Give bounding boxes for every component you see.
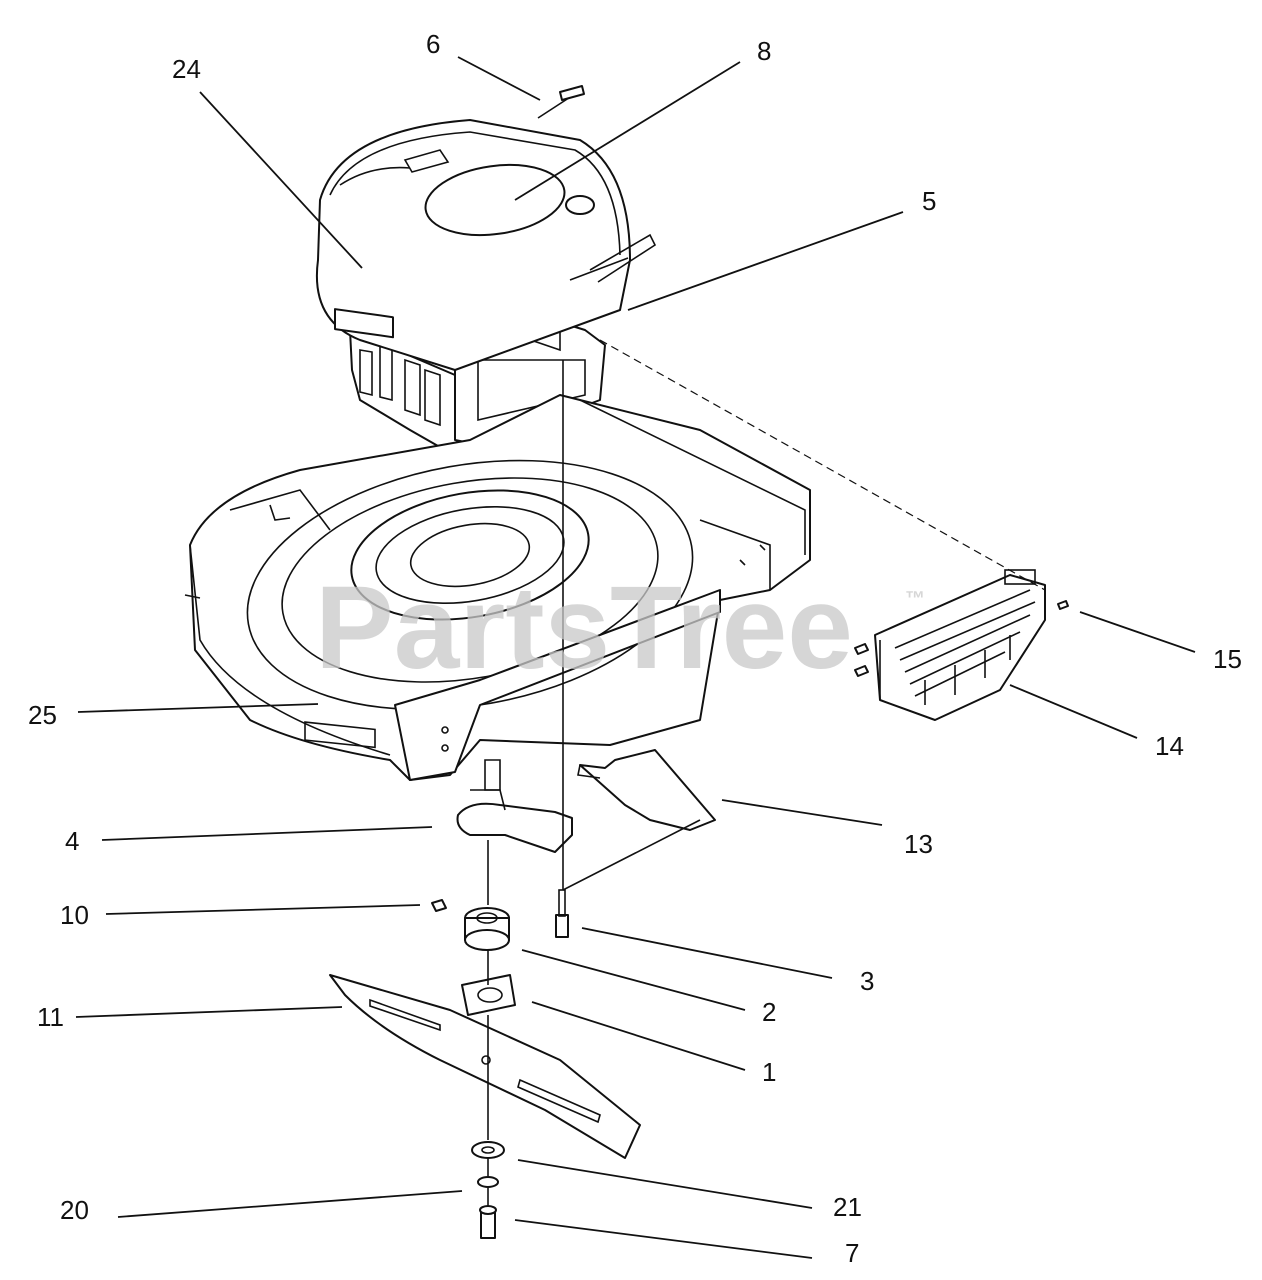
callout-1: 1 [762,1057,776,1087]
callout-24: 24 [172,54,201,84]
callout-11: 11 [37,1002,64,1032]
discharge-guard [854,569,1069,721]
callout-10: 10 [60,900,89,930]
callout-15: 15 [1213,644,1242,674]
callout-7: 7 [845,1238,859,1268]
callout-20: 20 [60,1195,89,1225]
callout-6: 6 [426,29,440,59]
watermark: PartsTree ™ [315,562,925,694]
callout-21: 21 [833,1192,862,1222]
callout-25: 25 [28,700,57,730]
callout-4: 4 [65,826,79,856]
callout-14: 14 [1155,731,1184,761]
callout-5: 5 [922,186,936,216]
callout-2: 2 [762,997,776,1027]
callout-3: 3 [860,966,874,996]
blade-hardware [329,749,716,1239]
callouts: 6 8 24 5 15 14 25 13 4 10 3 2 11 1 21 20 [28,29,1242,1268]
callout-13: 13 [904,829,933,859]
engine-assembly [316,85,657,451]
callout-8: 8 [757,36,771,66]
assembly-lines [487,339,1046,1206]
svg-text:™: ™ [905,588,925,610]
mower-deck [184,394,811,781]
svg-text:PartsTree: PartsTree [315,562,853,694]
